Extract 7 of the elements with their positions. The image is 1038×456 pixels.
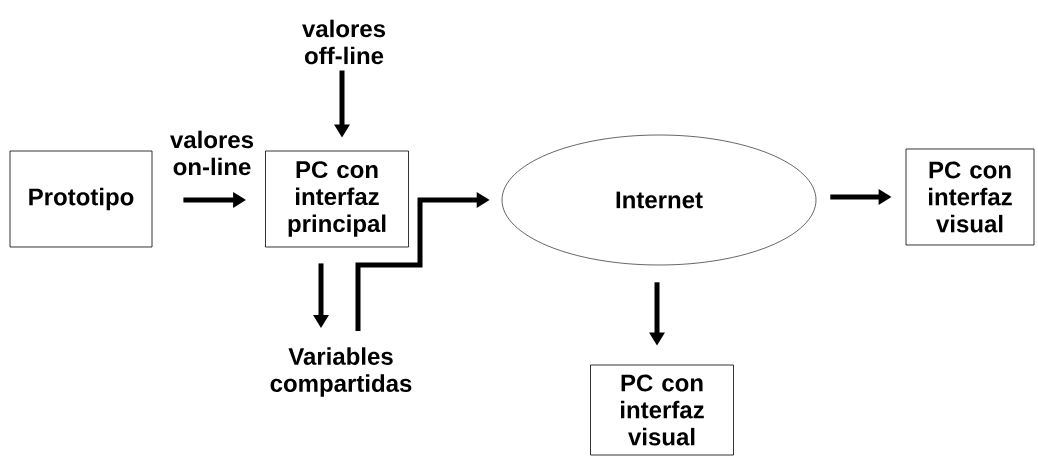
text-label: valores off-line	[302, 19, 386, 65]
process-box: PC con interfaz visual	[590, 364, 734, 456]
process-box: Prototipo	[9, 150, 153, 248]
text-label: Variables compartidas	[270, 347, 412, 397]
process-box: PC con interfaz principal	[265, 150, 409, 248]
process-box: PC con interfaz visual	[905, 148, 1035, 246]
edge-label: valores on-line	[170, 130, 254, 176]
